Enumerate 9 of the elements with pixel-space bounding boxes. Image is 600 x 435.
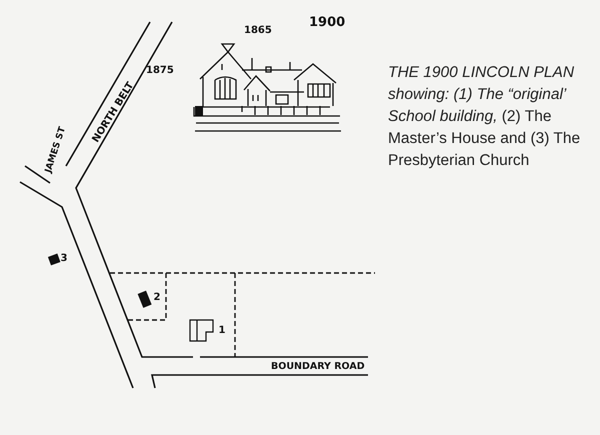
- callout-number: 3: [60, 252, 68, 264]
- road-name: JAMES ST: [44, 126, 68, 174]
- year-label: 1875: [146, 64, 174, 76]
- caption-text: THE 1900 LINCOLN PLAN showing: (1) The “original’ School building, (2) The Master’s House and (3) The Presbyterian Church: [388, 63, 582, 171]
- callout-number: 2: [154, 292, 160, 302]
- callout-number: 1: [218, 324, 226, 336]
- road-name: BOUNDARY ROAD: [271, 360, 365, 372]
- year-label: 1865: [244, 24, 272, 36]
- year-label: 1900: [309, 14, 346, 30]
